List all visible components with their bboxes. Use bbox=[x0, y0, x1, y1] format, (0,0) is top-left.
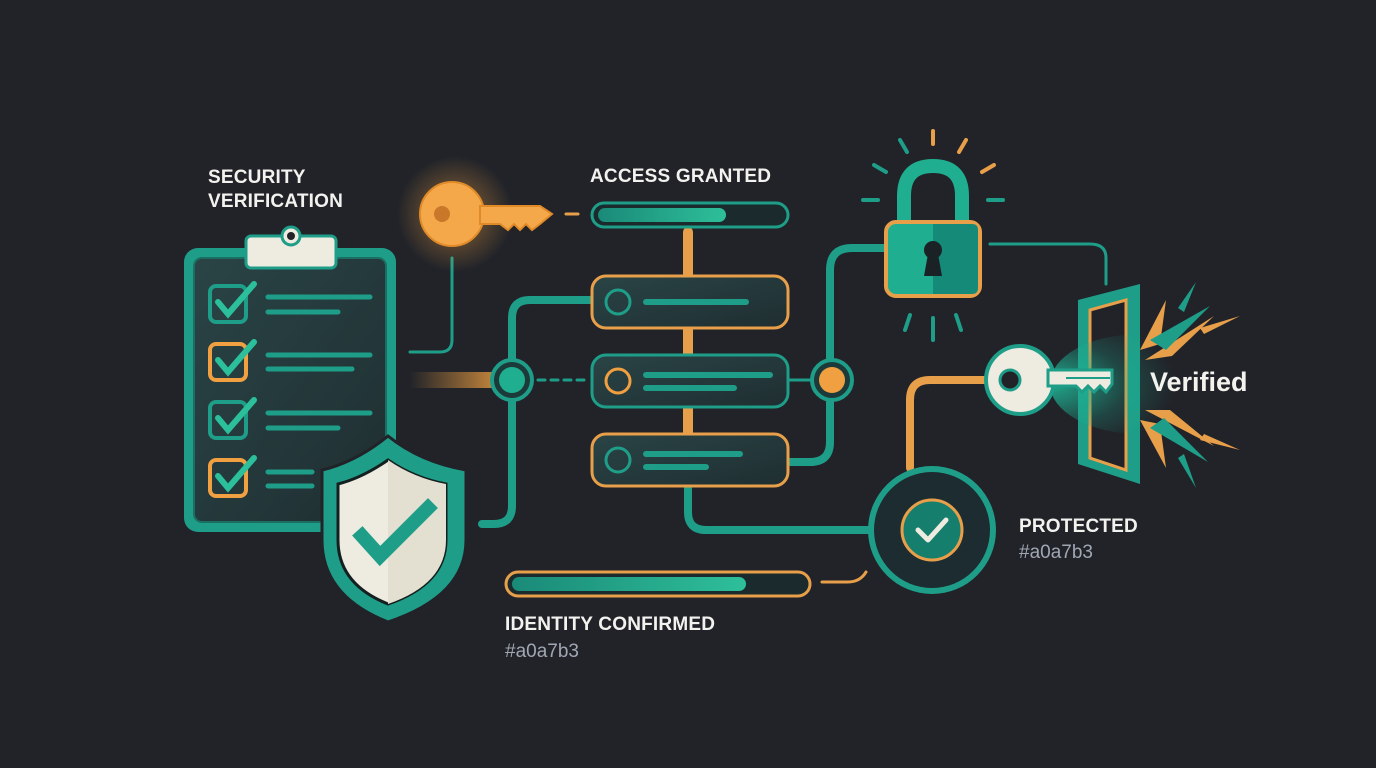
access-granted-label: ACCESS GRANTED bbox=[590, 166, 772, 187]
verified-label: Verified bbox=[1150, 367, 1248, 397]
security-verification-line-2: VERIFICATION bbox=[208, 191, 344, 212]
clipboard-checklist-icon bbox=[184, 225, 396, 532]
check-circle-icon bbox=[868, 466, 996, 594]
data-panel-2 bbox=[590, 353, 790, 409]
data-panel-1 bbox=[590, 274, 790, 330]
access-granted-progress-bar bbox=[590, 201, 790, 229]
golden-key-icon bbox=[397, 156, 554, 272]
identity-confirmed-subtext: #a0a7b3 bbox=[505, 641, 579, 662]
identity-confirmed-label: IDENTITY CONFIRMED bbox=[505, 614, 716, 635]
padlock-icon bbox=[861, 129, 1005, 342]
burst-effect bbox=[1050, 282, 1240, 488]
identity-confirmed-progress-bar bbox=[504, 570, 812, 598]
connector-lines bbox=[408, 212, 1108, 584]
checklist-items bbox=[208, 281, 373, 498]
security-verification-line-1: SECURITY bbox=[208, 167, 306, 188]
security-verification-label: SECURITY VERIFICATION bbox=[208, 166, 343, 214]
white-key-icon bbox=[984, 344, 1114, 416]
shield-check-icon bbox=[320, 434, 468, 624]
protected-label: PROTECTED bbox=[1019, 516, 1138, 537]
protected-subtext: #a0a7b3 bbox=[1019, 542, 1093, 563]
orange-node-icon bbox=[810, 358, 854, 402]
teal-node-icon bbox=[490, 358, 534, 402]
data-panel-3 bbox=[590, 432, 790, 488]
